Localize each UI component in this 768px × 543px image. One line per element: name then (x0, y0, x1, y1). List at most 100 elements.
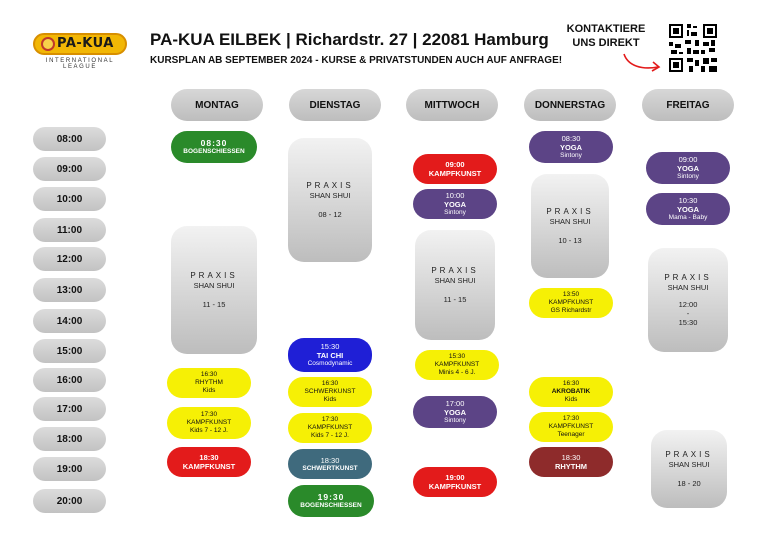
time-slot-1600: 16:00 (33, 368, 106, 392)
event-title: PRAXIS (431, 266, 479, 276)
event-name: KAMPFKUNST (182, 462, 236, 471)
day-header-monday: MONTAG (171, 89, 263, 121)
event-name: TAI CHI (316, 351, 344, 361)
page-subtitle: KURSPLAN AB SEPTEMBER 2024 - KURSE & PRI… (150, 55, 563, 66)
event-name: BOGENSCHIESSEN (183, 148, 245, 156)
time-slot-1800: 18:00 (33, 427, 106, 451)
event-wed-yoga-morning[interactable]: 10:00 YOGA Sintony (413, 189, 497, 219)
event-hours: 11 - 15 (443, 294, 467, 304)
event-time: 16:30 (562, 380, 580, 388)
event-name: SHAN SHUI (668, 459, 710, 469)
event-name: SHAN SHUI (309, 190, 351, 200)
event-time: 17:30 (321, 416, 339, 424)
event-hours: 11 - 15 (202, 299, 226, 309)
day-header-tuesday: DIENSTAG (289, 89, 381, 121)
event-thu-kampfkunst-gs[interactable]: 13:50 KAMPFKUNST GS Richardstr (529, 288, 613, 318)
event-tue-bogenschiessen[interactable]: 19:30 BOGENSCHIESSEN (288, 485, 374, 517)
contact-line-2: UNS DIREKT (572, 37, 640, 49)
event-wed-kampfkunst-morning[interactable]: 09:00 KAMPFKUNST (413, 154, 497, 184)
event-wed-kampfkunst-evening[interactable]: 19:00 KAMPFKUNST (413, 467, 497, 497)
event-name: RHYTHM (554, 462, 588, 471)
event-time: 18:30 (320, 455, 340, 465)
event-name: RHYTHM (195, 379, 223, 387)
event-time: 08:30 (200, 138, 228, 148)
event-time: 15:30 (448, 353, 466, 361)
event-mon-rhythm[interactable]: 16:30 RHYTHM Kids (167, 368, 251, 398)
event-name: SHAN SHUI (549, 216, 591, 226)
event-name: YOGA (676, 205, 700, 215)
logo-seal-icon (41, 37, 55, 51)
event-tue-kampfkunst-kids[interactable]: 17:30 KAMPFKUNST Kids 7 - 12 J. (288, 413, 372, 443)
event-mon-kampfkunst[interactable]: 18:30 KAMPFKUNST (167, 447, 251, 477)
event-tue-praxis[interactable]: PRAXIS SHAN SHUI 08 - 12 (288, 138, 372, 262)
event-fri-yoga-mama-baby[interactable]: 10:30 YOGA Mama - Baby (646, 193, 730, 225)
event-time: 19:30 (317, 492, 345, 502)
event-name: SHAN SHUI (667, 282, 709, 292)
event-name: KAMPFKUNST (428, 169, 482, 178)
event-fri-praxis-evening[interactable]: PRAXIS SHAN SHUI 18 - 20 (651, 430, 727, 508)
event-thu-kampfkunst-teenager[interactable]: 17:30 KAMPFKUNST Teenager (529, 412, 613, 442)
event-thu-rhythm[interactable]: 18:30 RHYTHM (529, 447, 613, 477)
event-name: YOGA (443, 408, 467, 418)
event-group: Minis 4 - 6 J. (438, 368, 476, 376)
event-group: Kids 7 - 12 J. (190, 426, 228, 434)
event-time: 09:00 (678, 155, 698, 165)
event-group: Kids (564, 395, 578, 403)
event-group: Kids (202, 386, 216, 394)
event-group: Sintony (444, 209, 466, 217)
day-header-wednesday: MITTWOCH (406, 89, 498, 121)
time-slot-0800: 08:00 (33, 127, 106, 151)
time-slot-2000: 20:00 (33, 489, 106, 513)
event-fri-yoga-sintony[interactable]: 09:00 YOGA Sintony (646, 152, 730, 184)
event-time: 16:30 (321, 380, 339, 388)
event-title: PRAXIS (190, 271, 238, 281)
event-name: KAMPFKUNST (548, 299, 594, 307)
event-group: Sintony (677, 173, 699, 181)
logo-subtext: INTERNATIONAL LEAGUE (45, 58, 115, 70)
event-time: 18:30 (199, 453, 219, 462)
event-name: YOGA (676, 164, 700, 174)
event-name: YOGA (443, 200, 467, 210)
event-wed-kampfkunst-minis[interactable]: 15:30 KAMPFKUNST Minis 4 - 6 J. (415, 350, 499, 380)
event-time: 17:30 (562, 415, 580, 423)
event-name: SCHWERKUNST (304, 388, 356, 396)
event-hours: 18 - 20 (677, 478, 701, 488)
pa-kua-logo: PA-KUA INTERNATIONAL LEAGUE (30, 30, 130, 72)
event-group: Kids (323, 395, 337, 403)
time-slot-1200: 12:00 (33, 247, 106, 271)
event-group: Mama - Baby (668, 214, 708, 222)
event-mon-kampfkunst-kids[interactable]: 17:30 KAMPFKUNST Kids 7 - 12 J. (167, 407, 251, 439)
page-title: PA-KUA EILBEK | Richardstr. 27 | 22081 H… (150, 30, 549, 49)
event-name: KAMPFKUNST (186, 419, 232, 427)
event-mon-bogenschiessen[interactable]: 08:30 BOGENSCHIESSEN (171, 131, 257, 163)
event-time: 19:00 (445, 473, 465, 482)
event-tue-schwerkunst[interactable]: 16:30 SCHWERKUNST Kids (288, 377, 372, 407)
event-time: 10:30 (678, 196, 698, 206)
event-group: Cosmodynamic (307, 360, 353, 368)
contact-line-1: KONTAKTIERE (566, 23, 646, 35)
event-time: 10:00 (445, 191, 465, 201)
event-name: KAMPFKUNST (307, 424, 353, 432)
time-slot-1300: 13:00 (33, 278, 106, 302)
event-tue-taichi[interactable]: 15:30 TAI CHI Cosmodynamic (288, 338, 372, 372)
qr-code-icon[interactable] (667, 22, 719, 74)
event-fri-praxis-midday[interactable]: PRAXIS SHAN SHUI 12:00 - 15:30 (648, 248, 728, 352)
event-hours-from: 12:00 (678, 299, 698, 309)
event-mon-praxis[interactable]: PRAXIS SHAN SHUI 11 - 15 (171, 226, 257, 354)
time-slot-1000: 10:00 (33, 187, 106, 211)
event-name: KAMPFKUNST (434, 361, 480, 369)
event-tue-schwertkunst[interactable]: 18:30 SCHWERTKUNST (288, 449, 372, 479)
event-group: Sintony (560, 152, 582, 160)
event-time: 09:00 (445, 160, 465, 169)
time-slot-1500: 15:00 (33, 339, 106, 363)
event-thu-akrobatik[interactable]: 16:30 AKROBATIK Kids (529, 377, 613, 407)
event-name: SHAN SHUI (434, 275, 476, 285)
event-time: 16:30 (200, 371, 218, 379)
event-time: 08:30 (561, 134, 581, 144)
event-wed-praxis[interactable]: PRAXIS SHAN SHUI 11 - 15 (415, 230, 495, 340)
event-thu-praxis[interactable]: PRAXIS SHAN SHUI 10 - 13 (531, 174, 609, 278)
event-name: BOGENSCHIESSEN (300, 502, 362, 510)
event-group: GS Richardstr (550, 306, 592, 314)
event-wed-yoga-evening[interactable]: 17:00 YOGA Sintony (413, 396, 497, 428)
event-thu-yoga[interactable]: 08:30 YOGA Sintony (529, 131, 613, 163)
